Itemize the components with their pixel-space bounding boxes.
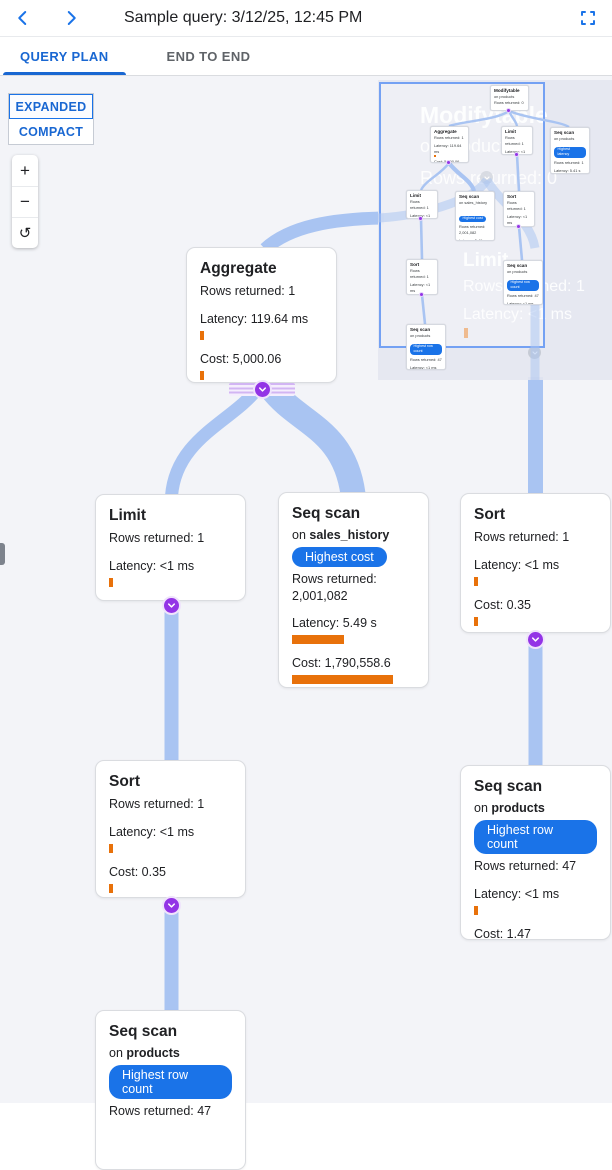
latency-bar [292, 635, 344, 645]
cost-bar [292, 675, 393, 685]
ghost-limit-title: Limit [463, 250, 509, 271]
table-name: on products [474, 801, 545, 816]
cost: Cost: 0.35 [474, 597, 531, 612]
cost-bar [474, 617, 478, 627]
table-name: on products [109, 1046, 180, 1061]
plan-minimap[interactable]: Modifytable on products Rows returned: 0… [378, 80, 612, 380]
minimap-connector-dot [419, 292, 424, 297]
node-title: Sort [474, 506, 505, 523]
node-title: Aggregate [200, 260, 277, 277]
minimap-edges [419, 109, 570, 325]
view-mode-toggle: EXPANDED COMPACT [8, 93, 94, 145]
latency-bar [109, 577, 113, 587]
minimap-node-limit-right: Limit Rows returned: 1 Latency: <1 ms [501, 126, 533, 155]
collapse-connector-sort-right[interactable] [526, 630, 545, 649]
rows-returned: Rows returned: 1 [109, 531, 205, 546]
minimap-node-seq-scan-products-right: Seq scan on products Highest row count R… [503, 260, 543, 305]
minimap-connector-dot [514, 152, 519, 157]
minimap-node-seq-scan-sales: Seq scan on sales_history Highest cost R… [455, 191, 495, 241]
cost: Cost: 1,790,558.6 [292, 656, 391, 671]
expanded-button[interactable]: EXPANDED [9, 94, 93, 119]
rows-returned: Rows returned: 1 [109, 797, 205, 812]
plan-node-sort-right[interactable]: Sort Rows returned: 1 Latency: <1 ms Cos… [460, 493, 611, 633]
cost: Cost: 0.35 [109, 864, 166, 879]
panel-resize-handle[interactable] [0, 543, 5, 565]
highest-cost-badge: Highest cost [292, 547, 387, 568]
rows-returned: Rows returned: 1 [474, 530, 570, 545]
highest-row-count-badge: Highest row count [109, 1065, 232, 1100]
plan-node-seq-scan-products-bottom[interactable]: Seq scan on products Highest row count R… [95, 1010, 246, 1170]
tab-bar: QUERY PLAN END TO END [0, 37, 612, 76]
minimap-node-seq-scan-products-bottom: Seq scan on products Highest row count R… [406, 324, 446, 370]
rows-returned: Rows returned: 1 [200, 284, 296, 299]
tab-end-to-end-label: END TO END [166, 48, 251, 64]
page-title: Sample query: 3/12/25, 12:45 PM [124, 9, 363, 26]
minimap-node-sort-right: Sort Rows returned: 1 Latency: <1 ms Cos… [503, 191, 535, 227]
cost: Cost: 1.47 [474, 926, 531, 940]
node-title: Seq scan [474, 778, 543, 795]
rows-returned: Rows returned: 47 [109, 1104, 212, 1119]
node-title: Seq scan [109, 1023, 178, 1040]
cost-bar [200, 371, 204, 381]
zoom-in-button[interactable]: + [20, 160, 30, 180]
latency: Latency: <1 ms [109, 824, 195, 839]
minimap-node-modifytable: Modifytable on products Rows returned: 0 [490, 85, 529, 111]
latency: Latency: <1 ms [474, 557, 560, 572]
minimap-connector-dot [418, 216, 423, 221]
back-button[interactable] [6, 3, 40, 33]
collapse-connector-sort-middle[interactable] [162, 896, 181, 915]
latency-bar [474, 576, 478, 586]
plan-node-sort-middle[interactable]: Sort Rows returned: 1 Latency: <1 ms Cos… [95, 760, 246, 898]
zoom-reset-button[interactable]: ↺ [12, 217, 38, 248]
latency-bar [474, 905, 478, 915]
node-title: Seq scan [292, 505, 361, 522]
minimap-connector-dot [446, 160, 451, 165]
zoom-out-button[interactable]: − [12, 186, 38, 217]
latency: Latency: 119.64 ms [200, 311, 309, 326]
plan-node-limit[interactable]: Limit Rows returned: 1 Latency: <1 ms [95, 494, 246, 601]
forward-button[interactable] [54, 3, 88, 33]
minimap-node-sort-left: Sort Rows returned: 1 Latency: <1 ms Cos… [406, 259, 438, 295]
plan-node-aggregate[interactable]: Aggregate Rows returned: 1 Latency: 119.… [186, 247, 337, 383]
latency: Latency: 5.49 s [292, 615, 377, 630]
tab-query-plan-label: QUERY PLAN [20, 48, 109, 64]
cost: Cost: 5,000.06 [200, 351, 282, 366]
zoom-controls: + − ↺ [12, 155, 38, 248]
chevron-down-icon [167, 603, 176, 608]
chevron-down-icon [258, 387, 267, 392]
tab-end-to-end[interactable]: END TO END [150, 37, 268, 75]
node-title: Limit [109, 507, 147, 524]
chevron-down-icon [167, 903, 176, 908]
latency-bar [109, 843, 113, 853]
latency: Latency: <1 ms [109, 558, 195, 573]
minimap-node-seq-scan-latency: Seq scan on products Highest latency Row… [550, 127, 590, 174]
table-name: on sales_history [292, 528, 390, 543]
tab-query-plan[interactable]: QUERY PLAN [3, 37, 126, 75]
rows-returned: Rows returned: 2,001,082 [292, 572, 377, 603]
fullscreen-icon [581, 11, 595, 25]
query-plan-canvas[interactable]: Aggregate Rows returned: 1 Latency: 119.… [0, 76, 612, 1170]
plan-node-seq-scan-sales-history[interactable]: Seq scan on sales_history Highest cost R… [278, 492, 429, 688]
latency: Latency: <1 ms [474, 886, 560, 901]
rows-returned: Rows returned: 47 [474, 859, 577, 874]
collapse-connector-aggregate[interactable] [253, 380, 272, 399]
cost-bar [109, 884, 113, 894]
minimap-connector-dot [506, 108, 511, 113]
fullscreen-button[interactable] [574, 4, 602, 32]
latency-bar [200, 330, 204, 340]
collapse-connector-limit[interactable] [162, 596, 181, 615]
ghost-latency-bar [464, 328, 468, 338]
chevron-down-icon [531, 637, 540, 642]
titlebar: Sample query: 3/12/25, 12:45 PM [0, 0, 612, 37]
plan-node-seq-scan-products-right[interactable]: Seq scan on products Highest row count R… [460, 765, 611, 940]
compact-button[interactable]: COMPACT [9, 119, 93, 144]
plan-edges [164, 211, 543, 1012]
node-title: Sort [109, 773, 140, 790]
minimap-node-limit-left: Limit Rows returned: 1 Latency: <1 ms [406, 190, 438, 219]
highest-row-count-badge: Highest row count [474, 820, 597, 855]
chevron-left-icon [18, 11, 27, 25]
chevron-right-icon [67, 11, 76, 25]
minimap-node-aggregate: Aggregate Rows returned: 1 Latency: 119.… [430, 126, 469, 163]
minimap-connector-dot [516, 224, 521, 229]
